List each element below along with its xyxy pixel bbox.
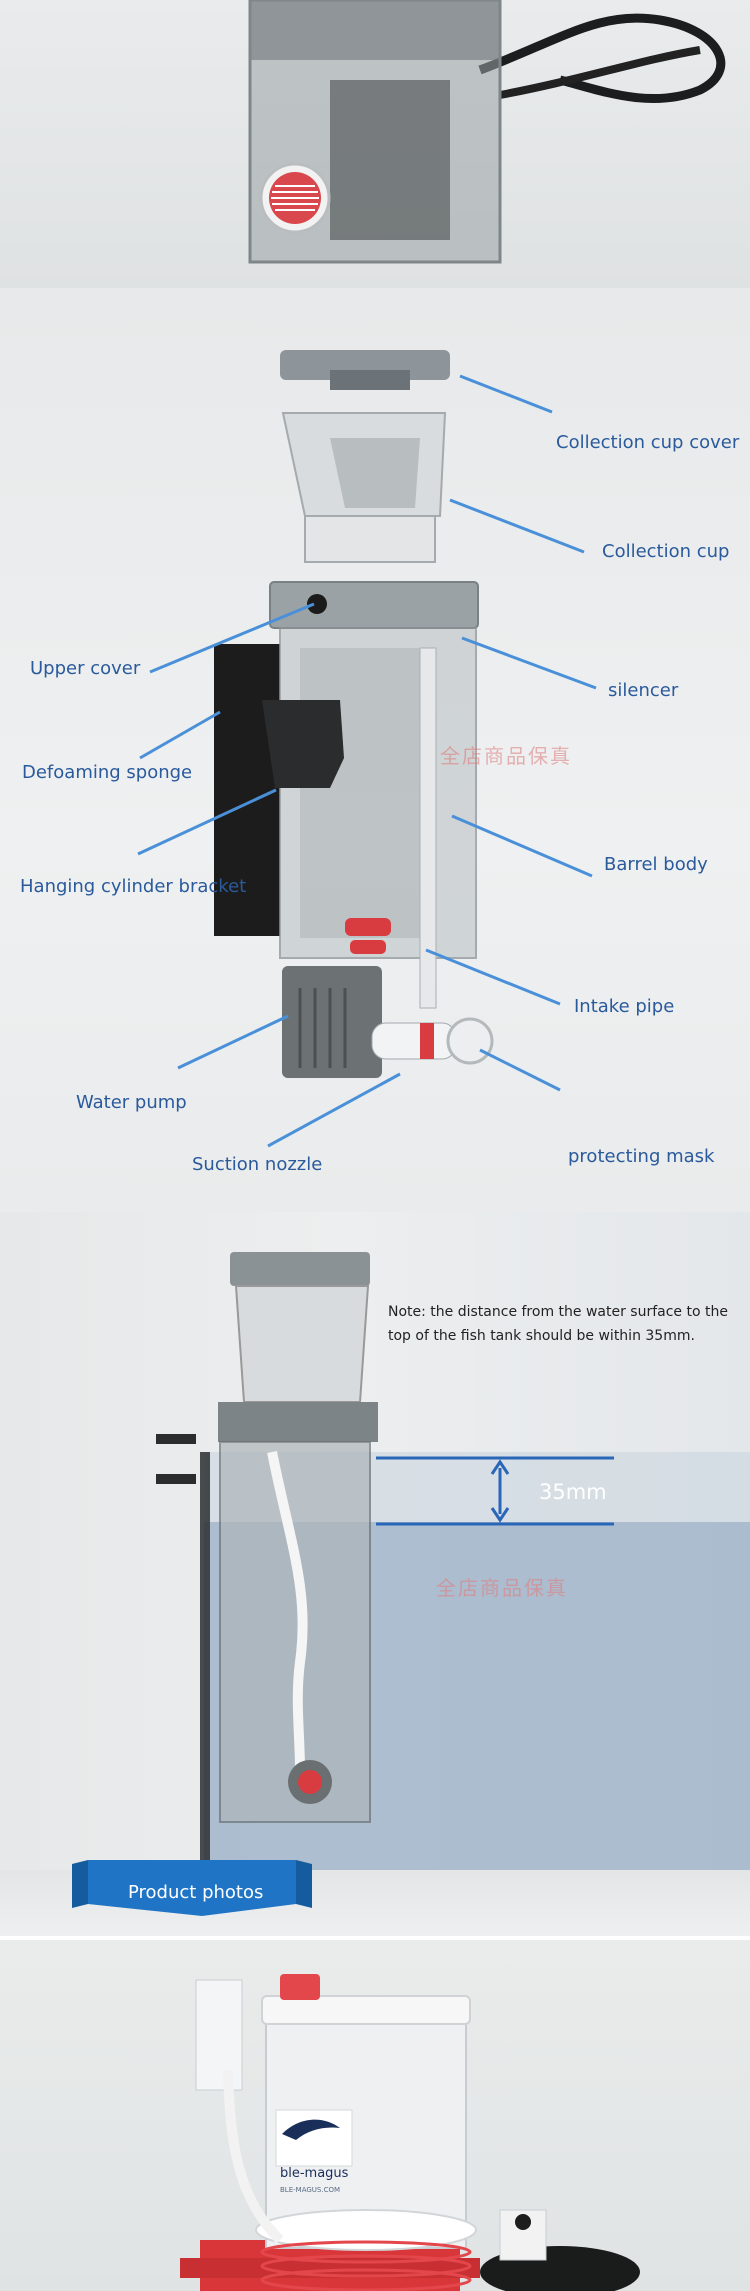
banner-divider — [0, 1936, 750, 1940]
installation-section: Note: the distance from the water surfac… — [0, 1212, 750, 1870]
label-defoaming-sponge: Defoaming sponge — [22, 762, 193, 783]
leader-line-intake — [425, 948, 561, 1006]
top-product-photo — [0, 0, 750, 288]
label-silencer: silencer — [608, 680, 679, 701]
leader-line-pump — [177, 1014, 289, 1070]
banner-ribbon-shape — [72, 1860, 312, 1916]
watermark: 全店商品保真 — [436, 1576, 568, 1600]
skimmer-parts-illustration — [137, 350, 597, 1148]
label-collection-cup: Collection cup — [602, 541, 730, 562]
label-suction-nozzle: Suction nozzle — [192, 1154, 323, 1175]
leader-line-silencer — [461, 636, 597, 690]
brand-url: BLE-MAGUS.COM — [280, 2186, 341, 2194]
brand-label: ble-magus — [280, 2166, 349, 2181]
leader-line-mask — [479, 1048, 561, 1092]
label-collection-cup-cover: Collection cup cover — [556, 432, 740, 453]
label-intake-pipe: Intake pipe — [574, 996, 675, 1017]
installation-note: Note: the distance from the water surfac… — [388, 1304, 728, 1344]
leader-line-nozzle — [267, 1072, 401, 1148]
label-protecting-mask: protecting mask — [568, 1146, 715, 1167]
leader-line-barrel — [451, 814, 593, 878]
label-upper-cover: Upper cover — [30, 658, 141, 679]
watermark: 全店商品保真 — [440, 744, 572, 768]
measurement-label: 35mm — [539, 1480, 607, 1504]
leader-line-upper-cover — [149, 602, 315, 674]
parts-diagram: 全店商品保真 Collection cup cover Collection c… — [0, 288, 750, 1212]
banner-label: Product photos — [128, 1882, 264, 1903]
product-photo: ble-magus BLE-MAGUS.COM — [0, 1940, 750, 2291]
leader-line-cup-cover — [459, 374, 553, 414]
leader-line-collection-cup — [449, 498, 585, 554]
leader-line-sponge — [139, 710, 221, 760]
label-hanging-cylinder-bracket: Hanging cylinder bracket — [20, 876, 247, 897]
skimmer-product-illustration — [180, 1974, 640, 2291]
skimmer-closeup-illustration — [248, 0, 726, 264]
label-water-pump: Water pump — [76, 1092, 187, 1113]
leader-line-bracket — [137, 788, 277, 856]
label-barrel-body: Barrel body — [604, 854, 708, 875]
installation-illustration — [156, 1252, 750, 1870]
